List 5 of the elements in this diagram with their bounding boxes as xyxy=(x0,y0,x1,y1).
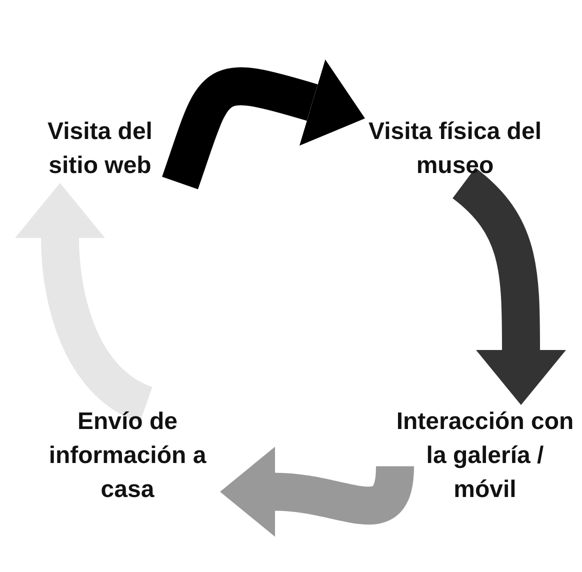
cycle-step-label: Visita física del museo xyxy=(365,115,545,183)
curved-arrow xyxy=(15,183,154,422)
cycle-step-label: Envío de información a casa xyxy=(35,405,220,507)
cycle-step-label: Interacción con la galería / móvil xyxy=(395,405,575,507)
cycle-step-label: Visita del sitio web xyxy=(20,115,180,183)
